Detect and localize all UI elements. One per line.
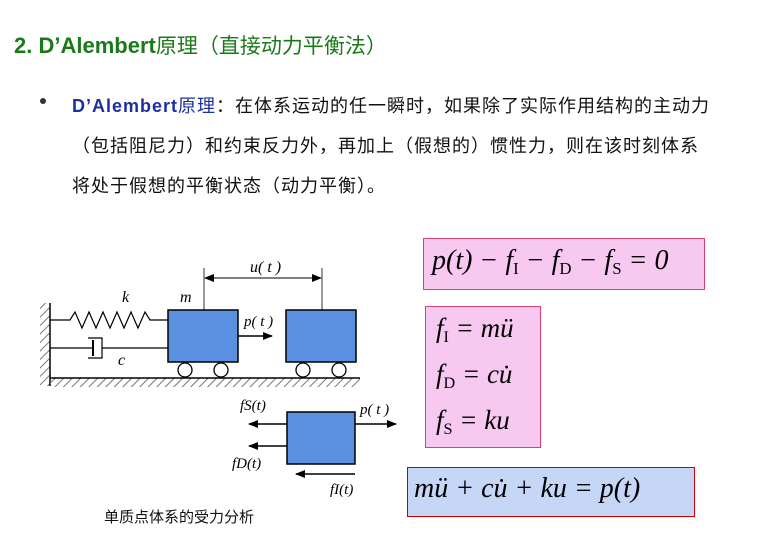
bullet-term-cjk: 原理 [178, 96, 217, 117]
free-body-mass [286, 411, 356, 465]
title-number: 2. [14, 33, 33, 58]
bullet-text: ：在体系运动的任一瞬时，如果除了实际作用结构的主动力（包括阻尼力）和约束反力外，… [72, 96, 711, 197]
inertia-force-equation: fI = mü [436, 313, 514, 346]
equilibrium-equation-box: p(t) − fI − fD − fS = 0 [423, 238, 705, 290]
free-load-label: p( t ) [359, 402, 389, 418]
ground-hatch [50, 378, 360, 387]
motion-equation: mü + cu̇ + ku = p(t) [414, 473, 641, 504]
bullet-dot-icon [40, 98, 46, 104]
bullet-term-latin: D’Alembert [72, 96, 179, 116]
damping-force-equation: fD = cu̇ [436, 359, 513, 392]
wheel [331, 362, 347, 378]
mass-block [167, 309, 239, 363]
mass-block-displaced [285, 309, 357, 363]
displacement-label: u( t ) [250, 259, 281, 276]
spring-force-label: fS(t) [240, 398, 266, 414]
spring [50, 310, 168, 330]
inertia-force-label: fI(t) [330, 482, 353, 498]
title-cjk: 原理（直接动力平衡法） [155, 34, 387, 58]
wheel [177, 362, 193, 378]
spring-force-equation: fS = ku [436, 405, 510, 438]
spring-label: k [122, 289, 130, 306]
mass-label: m [180, 289, 192, 306]
load-label: p( t ) [243, 314, 273, 330]
force-definitions-box: fI = mü fD = cu̇ fS = ku [425, 306, 541, 448]
bullet-paragraph: D’Alembert原理：在体系运动的任一瞬时，如果除了实际作用结构的主动力（包… [72, 86, 712, 207]
bullet-term: D’Alembert原理 [72, 96, 217, 117]
diagram-caption: 单质点体系的受力分析 [104, 508, 255, 526]
equilibrium-equation: p(t) − fI − fD − fS = 0 [432, 245, 669, 279]
wall-hatch [40, 303, 50, 386]
title-latin: D’Alembert [38, 33, 156, 58]
damping-force-label: fD(t) [232, 456, 261, 472]
damper-label: c [118, 352, 125, 369]
wheel [213, 362, 229, 378]
motion-equation-box: mü + cu̇ + ku = p(t) [407, 467, 695, 517]
wheel [295, 362, 311, 378]
slide-title: 2. D’Alembert原理（直接动力平衡法） [14, 30, 387, 60]
